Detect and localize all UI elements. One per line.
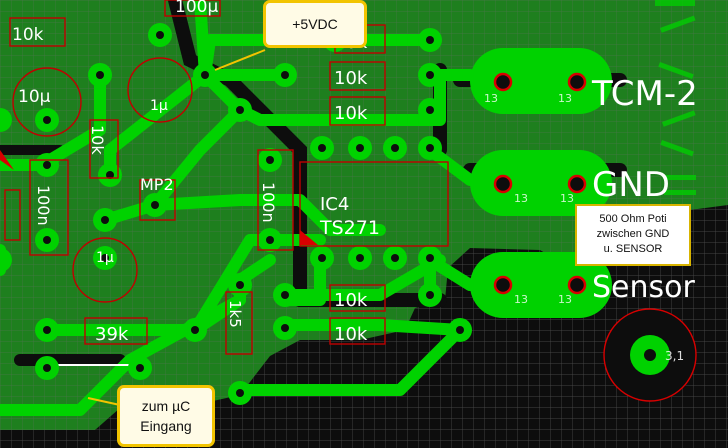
pad-label: 13 (558, 293, 572, 306)
vcc-callout-text: +5VDC (292, 16, 338, 32)
uc-input-callout-line2: Eingang (140, 418, 192, 434)
pad-label: 13 (558, 92, 572, 105)
poti-note-line2: zwischen GND (596, 228, 670, 240)
pin1-marker-left (0, 150, 14, 170)
ic4-pin1-marker (300, 230, 318, 245)
connector-label-gnd: GND (592, 165, 670, 205)
connector-label-sensor: Sensor (592, 270, 695, 305)
part-label: 10k (334, 290, 368, 311)
part-label: 10k (12, 25, 44, 45)
connector-label-tcm2: TCM-2 (591, 74, 698, 114)
part-label: MP2 (140, 175, 174, 194)
callout-leaders (87, 49, 266, 406)
part-label: 10k (334, 68, 368, 89)
board-lettering (655, 0, 696, 195)
connector-drills (493, 72, 587, 295)
part-label: 100µ (175, 0, 218, 17)
part-label: 100n (34, 185, 53, 226)
part-label: 1µ (96, 250, 114, 266)
pad-label: 13 (514, 293, 528, 306)
connector-pads (470, 48, 612, 318)
ic4-reference: IC4 (320, 194, 349, 215)
uc-input-callout-line1: zum µC (141, 398, 191, 414)
silkscreen-labels: TCM-2 GND Sensor 13 13 13 13 13 13 10k 1… (12, 0, 698, 363)
part-label: 10k (334, 324, 368, 345)
pad-label: 13 (514, 192, 528, 205)
component-outlines (4, 0, 449, 355)
poti-note: 500 Ohm Poti zwischen GND u. SENSOR (575, 204, 691, 266)
poti-note-line1: 500 Ohm Poti (599, 213, 667, 225)
vcc-callout: +5VDC (263, 0, 367, 48)
part-label: 10k (334, 103, 368, 124)
part-label: 39k (95, 324, 129, 345)
pad-label: 13 (560, 192, 574, 205)
part-label: 1k5 (226, 300, 244, 328)
mounting-hole-label: 3,1 (665, 349, 684, 363)
part-label: 10k (88, 125, 107, 155)
part-label: 1µ (150, 98, 168, 114)
mounting-hole (603, 308, 697, 402)
poti-note-line3: u. SENSOR (603, 243, 663, 255)
part-label: 10µ (18, 87, 51, 107)
pad-label: 13 (484, 92, 498, 105)
part-label: 100n (259, 182, 278, 223)
uc-input-callout: zum µC Eingang (117, 385, 215, 447)
ic4-type: TS271 (319, 217, 380, 239)
